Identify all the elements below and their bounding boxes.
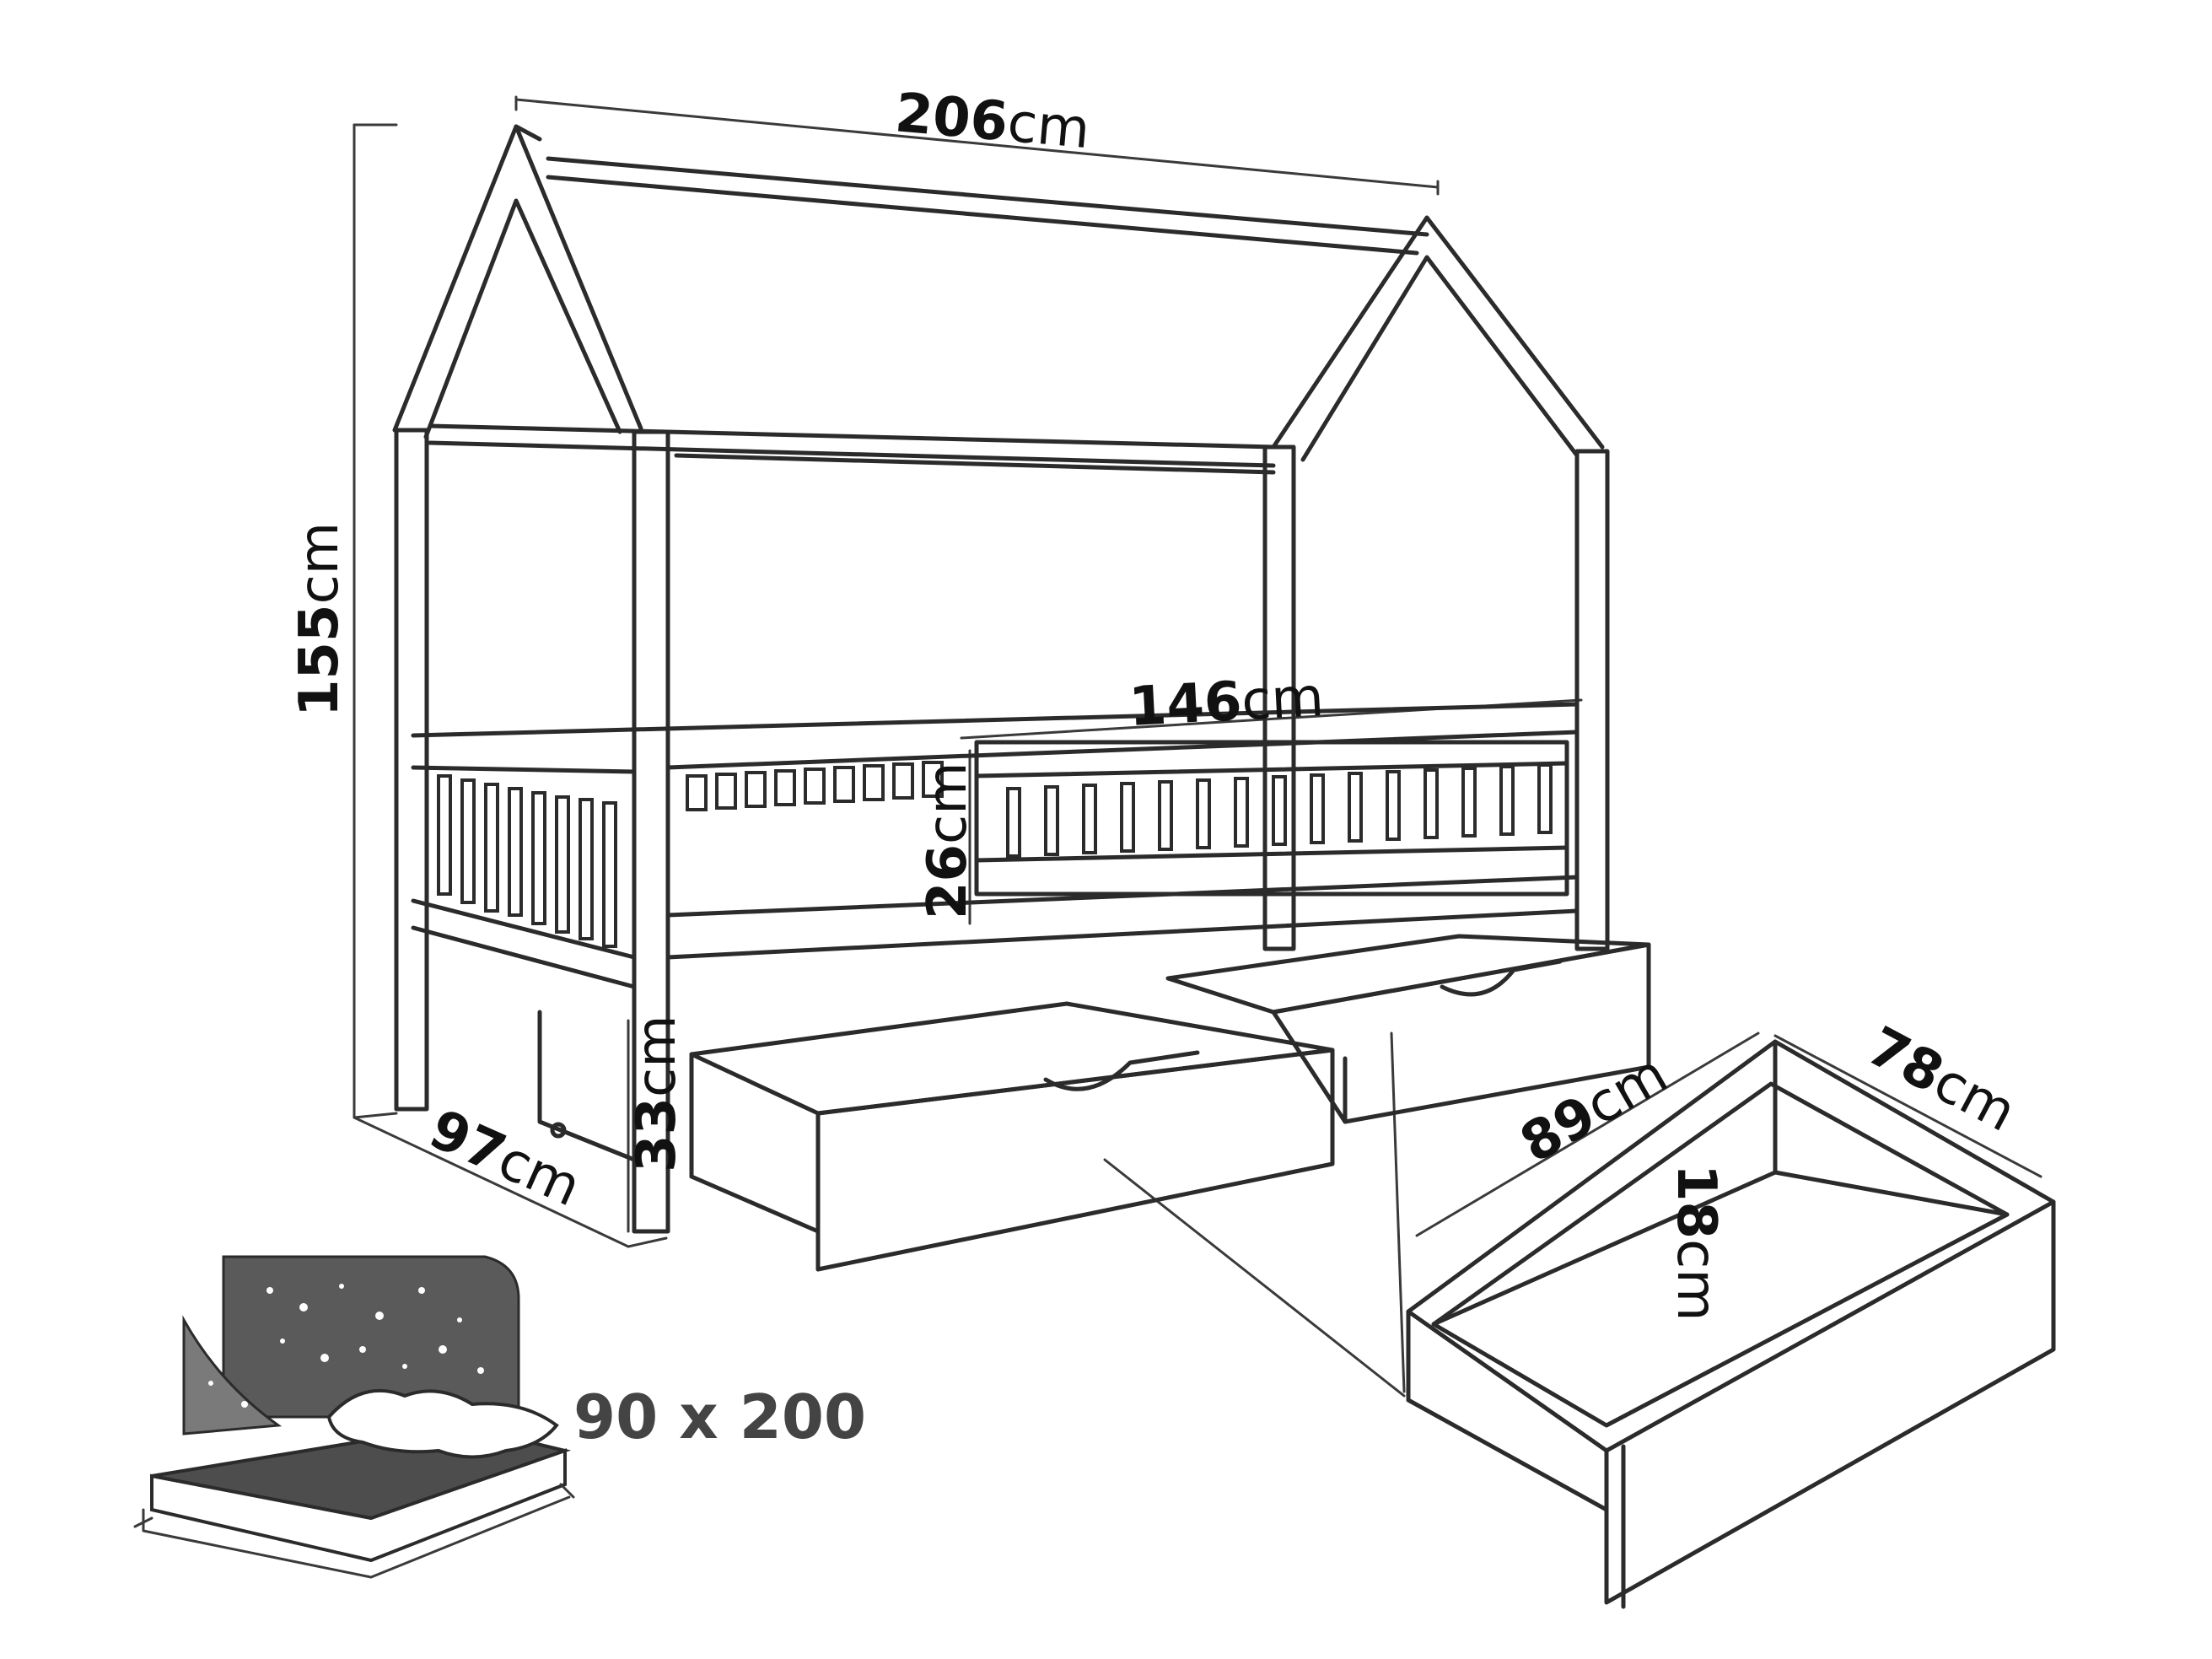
leg-height-dimension-label: 33cm xyxy=(626,1015,688,1172)
drawer-detail xyxy=(1406,1039,2056,1609)
bed-frame xyxy=(392,124,1610,1234)
rail-height-dimension-label: 26cm xyxy=(917,762,979,919)
mattress-size-label: 90 x 200 xyxy=(573,1382,866,1452)
front-rail-slats xyxy=(686,761,1553,858)
drawer-length-dimension-label: 89cm xyxy=(1510,1042,1678,1175)
under-bed-drawers xyxy=(537,934,1651,1272)
length-dimension-label: 206cm xyxy=(893,82,1093,161)
starry-headboard-icon xyxy=(222,1255,520,1419)
drawer-height-dimension-label: 18cm xyxy=(1665,1164,1727,1322)
pillow-icon xyxy=(326,1388,559,1459)
inner-length-dimension-label: 146cm xyxy=(1128,666,1326,739)
headboard-slats xyxy=(437,774,617,948)
depth-dimension-label: 97cm xyxy=(420,1098,589,1219)
mattress-icon: 90 x 200 xyxy=(133,1255,866,1579)
stars-pattern xyxy=(208,1284,484,1408)
height-dimension-label: 155cm xyxy=(288,522,351,717)
